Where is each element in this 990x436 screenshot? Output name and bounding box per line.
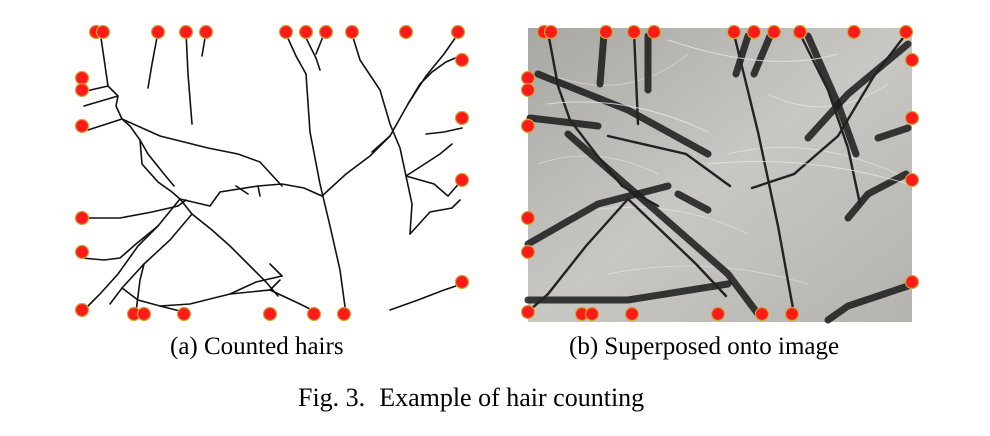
panel-counted-hairs [74,24,470,322]
hair-endpoint-markers [74,24,470,322]
panel-superposed-image [520,24,920,324]
figure-caption-text: Example of hair counting [379,383,645,412]
scalp-photo [528,28,912,322]
hair-endpoint-markers-overlay [520,24,920,322]
subfigure-b-caption: (b) Superposed onto image [569,333,840,360]
scalp-texture [537,53,899,285]
hair-skeleton-lines [81,30,463,315]
subfigure-a-caption: (a) Counted hairs [170,333,344,360]
figure-label: Fig. 3. [298,383,366,412]
hair-strokes [524,30,912,324]
figure-caption: Fig. 3. Example of hair counting [298,383,644,413]
